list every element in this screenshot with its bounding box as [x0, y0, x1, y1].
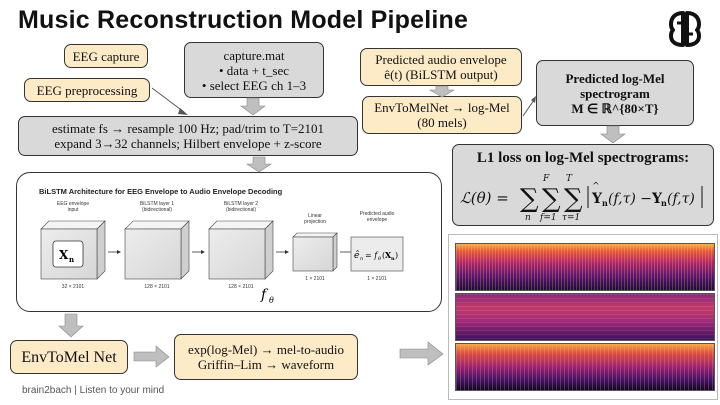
capture-mat-line1: capture.mat — [223, 47, 285, 63]
predicted-envelope-line1: Predicted audio envelope — [375, 52, 507, 67]
griffin-lim-line1: exp(log-Mel) → mel-to-audio — [188, 342, 344, 357]
svg-text:n: n — [360, 256, 363, 262]
arrow-steps-to-panel — [246, 156, 272, 173]
svg-text:): ) — [395, 251, 398, 260]
svg-text:^: ^ — [592, 182, 600, 192]
svg-text:n: n — [602, 198, 608, 208]
stage-label-input: EEG envelope input — [56, 201, 90, 213]
spectrogram-reconstructed — [455, 343, 715, 391]
stage-label-linear: Linear projection — [304, 213, 326, 225]
bilstm-diagram: X n ê n — [40, 220, 404, 305]
arrow-capture-to-preprocess — [240, 97, 266, 116]
svg-text:∑: ∑ — [564, 184, 583, 214]
svg-text:n: n — [69, 255, 74, 264]
envtomel-net-label: EnvToMel Net — [21, 348, 117, 366]
svg-text:= f: = f — [365, 251, 379, 260]
page-title: Music Reconstruction Model Pipeline — [18, 6, 469, 34]
bilstm-panel-title: BiLSTM Architecture for EEG Envelope to … — [39, 187, 283, 196]
f-theta-label: f — [260, 287, 269, 303]
svg-text:(f,τ) −: (f,τ) − — [608, 191, 652, 207]
loss-box: L1 loss on log-Mel spectrograms: ℒ(θ) = … — [452, 144, 714, 226]
eeg-capture-box: EEG capture — [64, 44, 148, 68]
preprocess-line1: estimate fs → resample 100 Hz; pad/trim … — [51, 121, 325, 136]
svg-text:Y: Y — [591, 191, 603, 207]
capture-mat-box: capture.mat • data + t_sec • select EEG … — [184, 42, 324, 98]
arrow-envelope-to-envtomel — [428, 85, 456, 98]
svg-text:F: F — [542, 174, 550, 184]
svg-text:X: X — [59, 248, 69, 262]
svg-text:(f,τ): (f,τ) — [667, 191, 695, 207]
stage-dims-layer1: 128 × 2101 — [144, 284, 170, 290]
svg-text:(: ( — [382, 251, 385, 260]
footer-tagline: brain2bach | Listen to your mind — [22, 385, 165, 396]
stage-label-layer2: BiLSTM layer 2 (bidirectional) — [223, 201, 259, 213]
svg-text:θ: θ — [378, 256, 381, 262]
stage-label-output: Predicted audio envelope — [359, 211, 395, 223]
bilstm-layer1-cube — [124, 220, 190, 280]
predicted-logmel-line3: M ∈ ℝ^{80×T} — [571, 100, 659, 116]
predicted-logmel-line2: spectrogram — [580, 85, 650, 101]
linear-projection-box — [292, 232, 338, 272]
loss-formula: ℒ(θ) = ∑ n ∑ F f=1 ∑ T τ=1 Y ^ n (f,τ) −… — [460, 174, 703, 223]
predicted-envelope-output-box: ê n = f θ ( X n ) — [350, 236, 404, 272]
envtomelnet-line2: (80 mels) — [417, 115, 467, 130]
stage-dims-input: 32 × 2101 — [61, 284, 85, 290]
predicted-envelope-line2: ê(t) (BiLSTM output) — [384, 67, 498, 82]
preprocess-line2: expand 3→32 channels; Hilbert envelope +… — [54, 136, 322, 151]
svg-text:n: n — [525, 213, 531, 223]
predicted-envelope-box: Predicted audio envelope ê(t) (BiLSTM ou… — [360, 48, 522, 86]
svg-text:Y: Y — [651, 191, 663, 207]
preprocess-steps-box: estimate fs → resample 100 Hz; pad/trim … — [18, 116, 358, 156]
griffin-lim-box: exp(log-Mel) → mel-to-audio Griffin–Lim … — [174, 334, 358, 380]
capture-mat-line3: • select EEG ch 1–3 — [201, 77, 307, 93]
spectrogram-predicted — [455, 293, 715, 341]
bilstm-architecture-panel: BiLSTM Architecture for EEG Envelope to … — [16, 172, 442, 312]
svg-text:f=1: f=1 — [539, 213, 557, 223]
svg-text:n: n — [391, 256, 395, 262]
svg-text:τ=1: τ=1 — [562, 213, 580, 223]
stage-dims-layer2: 128 × 2101 — [228, 284, 254, 290]
svg-text:∑: ∑ — [520, 184, 539, 214]
envtomelnet-line1: EnvToMelNet → log-Mel — [374, 100, 510, 115]
svg-text:∑: ∑ — [542, 184, 561, 214]
predicted-logmel-box: Predicted log-Mel spectrogram M ∈ ℝ^{80×… — [536, 60, 694, 126]
input-cube: X n — [40, 220, 106, 280]
spectrogram-figure — [448, 234, 718, 400]
bilstm-layer2-cube — [208, 220, 274, 280]
envtomel-net-box: EnvToMel Net — [10, 340, 128, 374]
predicted-logmel-line1: Predicted log-Mel — [565, 70, 665, 86]
eeg-preprocessing-box: EEG preprocessing — [24, 78, 150, 102]
svg-text:T: T — [566, 174, 573, 184]
eeg-preprocessing-label: EEG preprocessing — [36, 82, 138, 98]
stage-dims-output: 1 × 2101 — [367, 276, 387, 282]
eeg-capture-label: EEG capture — [72, 48, 140, 64]
svg-text:θ: θ — [269, 296, 274, 305]
arrow-eegprep-to-steps — [151, 87, 188, 115]
envtomelnet-logmel-box: EnvToMelNet → log-Mel (80 mels) — [362, 96, 522, 134]
griffin-lim-line2: Griffin–Lim → waveform — [197, 357, 335, 372]
svg-text:n: n — [661, 198, 667, 208]
stage-label-layer1: BiLSTM layer 1 (bidirectional) — [139, 201, 175, 213]
arrow-envtomel-to-logmel — [522, 96, 536, 117]
svg-text:ℒ(θ) =: ℒ(θ) = — [460, 189, 509, 207]
svg-text:ê: ê — [354, 250, 359, 261]
capture-mat-line2: • data + t_sec — [219, 62, 289, 78]
stage-dims-linear: 1 × 2101 — [305, 276, 325, 282]
spectrogram-original — [455, 243, 715, 291]
arrow-logmel-to-loss — [600, 125, 626, 144]
arrow-panel-to-envtomel — [58, 313, 84, 338]
arrow-envtomel-to-griffin — [133, 345, 170, 368]
loss-title: L1 loss on log-Mel spectrograms: — [476, 150, 690, 166]
svg-text:X: X — [385, 250, 392, 260]
arrow-griffin-to-spectrogram — [399, 341, 444, 366]
brain-logo-icon — [669, 11, 701, 47]
